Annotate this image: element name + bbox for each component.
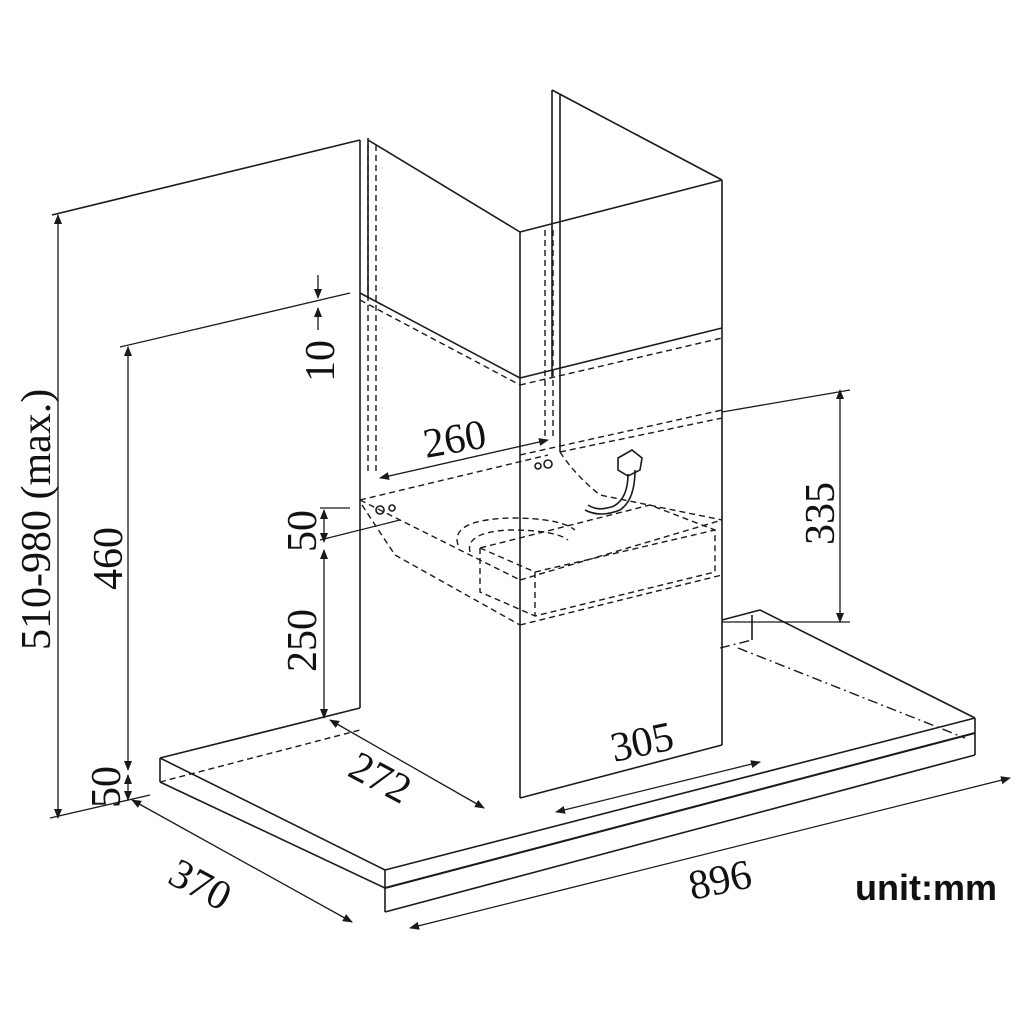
- upper-chimney: [51, 89, 723, 798]
- unit-label: unit:mm: [855, 867, 997, 908]
- dim-height-range: [49, 214, 151, 819]
- label-canopy-width: 896: [685, 852, 756, 910]
- label-bracket-offset: 50: [280, 510, 326, 552]
- mounting-holes: [375, 459, 553, 515]
- dim-canopy-width: [409, 776, 1011, 930]
- dim-canopy-depth: [131, 799, 353, 923]
- dim-chimney-width: [555, 760, 761, 814]
- dim-plug-height: [721, 389, 851, 623]
- label-chimney-depth: 272: [341, 743, 418, 813]
- label-canopy-thickness: 50: [84, 766, 130, 808]
- power-plug-icon: [584, 449, 643, 515]
- label-chimney-width: 305: [607, 714, 678, 772]
- label-gap-top: 10: [298, 340, 344, 382]
- label-height-range: 510-980 (max.): [14, 389, 60, 650]
- label-canopy-depth: 370: [161, 850, 238, 920]
- dim-bracket-spacing: [379, 438, 549, 480]
- label-plug-height: 335: [798, 482, 844, 545]
- label-chimney-height: 460: [86, 527, 132, 590]
- label-bracket-spacing: 260: [420, 412, 490, 468]
- label-lower-height: 250: [280, 609, 326, 672]
- motor-housing: [456, 504, 716, 617]
- chimney-overlap-band: [119, 292, 723, 386]
